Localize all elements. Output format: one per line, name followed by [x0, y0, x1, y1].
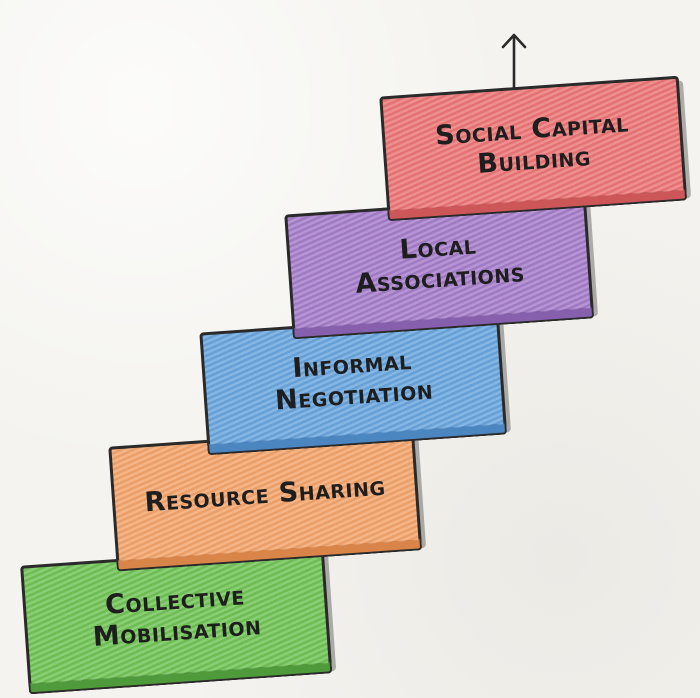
- step-label-line2: Associations: [354, 257, 526, 300]
- step-label-line2: Building: [476, 141, 592, 180]
- step-social-capital-building: Social Capital Building: [379, 75, 687, 215]
- step-label: Social Capital Building: [379, 76, 687, 215]
- arrow-up-icon: [501, 33, 527, 89]
- step-label-line1: Resource Sharing: [143, 471, 387, 519]
